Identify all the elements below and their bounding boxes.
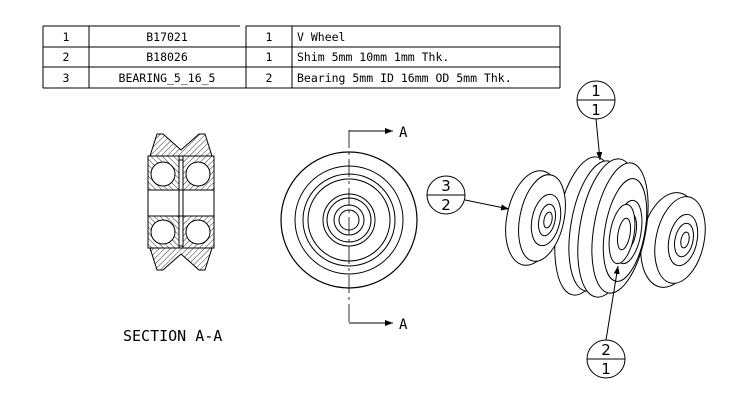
section-view xyxy=(147,133,215,271)
section-label: SECTION A-A xyxy=(123,327,222,345)
section-mark-top: A xyxy=(399,125,408,141)
isometric-view xyxy=(505,156,706,298)
bom-quantity: 1 xyxy=(266,50,273,64)
balloon-quantity: 1 xyxy=(601,360,611,378)
balloon-item-number: 2 xyxy=(601,341,611,359)
bom-item-number: 2 xyxy=(63,50,70,64)
leader-line xyxy=(595,118,603,161)
ball xyxy=(185,161,211,187)
wheel-section-bottom xyxy=(149,247,213,271)
bearing-right-iso xyxy=(640,192,706,288)
bill-of-materials-table xyxy=(42,25,561,89)
bom-part-number: BEARING_5_16_5 xyxy=(119,71,216,85)
bom-row: 1 B17021 1 V Wheel xyxy=(63,30,346,44)
wheel-section-top xyxy=(149,133,213,157)
bom-part-number: B17021 xyxy=(146,30,188,44)
shim-iso xyxy=(608,203,636,265)
balloon-item-2 xyxy=(586,265,626,379)
bom-item-number: 1 xyxy=(63,30,70,44)
balloon-item-1 xyxy=(576,80,616,161)
ball xyxy=(185,219,211,245)
bom-row: 2 B18026 1 Shim 5mm 10mm 1mm Thk. xyxy=(63,50,450,64)
bom-description: V Wheel xyxy=(297,30,345,44)
bom-part-number: B18026 xyxy=(146,50,188,64)
shim-section xyxy=(178,159,184,247)
balloon-quantity: 2 xyxy=(441,196,451,214)
ball xyxy=(150,219,176,245)
front-view xyxy=(280,128,418,326)
bom-quantity: 2 xyxy=(266,71,273,85)
balloon-item-3 xyxy=(426,175,510,215)
bom-quantity: 1 xyxy=(266,30,273,44)
ball xyxy=(150,161,176,187)
bom-row: 3 BEARING_5_16_5 2 Bearing 5mm ID 16mm O… xyxy=(63,71,512,85)
bearing-left-iso xyxy=(505,170,566,266)
section-mark-bottom: A xyxy=(399,317,408,333)
bom-description: Shim 5mm 10mm 1mm Thk. xyxy=(297,50,449,64)
balloon-item-number: 1 xyxy=(591,82,601,100)
balloon-item-number: 3 xyxy=(441,177,451,195)
v-wheel-iso xyxy=(554,156,649,298)
leader-line xyxy=(605,265,620,341)
bom-item-number: 3 xyxy=(63,71,70,85)
leader-line xyxy=(464,199,510,211)
bom-description: Bearing 5mm ID 16mm OD 5mm Thk. xyxy=(297,71,512,85)
balloon-quantity: 1 xyxy=(591,101,601,119)
